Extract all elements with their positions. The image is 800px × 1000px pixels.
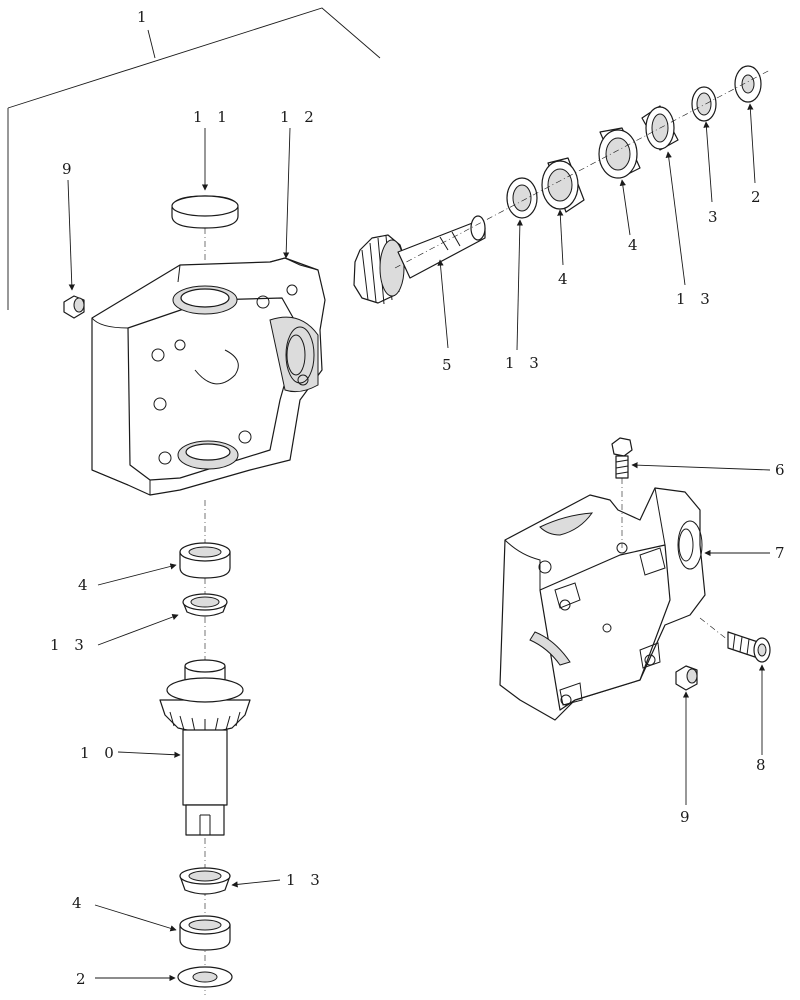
callout-3: 3 [708, 208, 723, 226]
callout-6: 6 [775, 461, 790, 479]
callout-8: 8 [756, 756, 771, 774]
snap-ring-3 [691, 86, 717, 122]
bearing-ring-13d [179, 867, 231, 895]
bearing-4c [179, 542, 231, 579]
callout-4-a: 4 [558, 270, 573, 288]
callout-7: 7 [775, 544, 790, 562]
callout-11: 1 1 [193, 108, 232, 126]
upper-housing [91, 257, 326, 496]
leader-lines [67, 103, 771, 982]
callout-2-a: 2 [751, 188, 766, 206]
pin-lower [675, 665, 698, 691]
bearing-4d [179, 915, 231, 951]
callout-10: 1 0 [80, 744, 119, 762]
callout-13-b: 1 3 [676, 290, 715, 308]
callout-9-upper: 9 [62, 160, 77, 178]
bearing-ring-13c [182, 593, 228, 617]
callout-2-b: 2 [76, 970, 91, 988]
callout-13-c: 1 3 [50, 636, 89, 654]
pin-upper [63, 295, 85, 319]
callout-4-c: 4 [78, 576, 93, 594]
bearing-4b [598, 127, 641, 179]
washer-2b [177, 966, 233, 988]
assembly-bracket [7, 7, 381, 310]
callout-13-a: 1 3 [505, 354, 544, 372]
shaft-axis-horizontal [394, 69, 771, 269]
cap-plug [171, 195, 239, 229]
bevel-gear-shaft-vertical [159, 659, 251, 836]
washer-2a [734, 65, 762, 103]
callout-5: 5 [442, 356, 457, 374]
bevel-gear-shaft-horizontal [353, 215, 486, 305]
callout-12: 1 2 [280, 108, 319, 126]
bearing-4a [541, 157, 585, 213]
bolt-vertical [611, 437, 633, 548]
bearing-ring-13a [506, 177, 538, 219]
screw-horizontal [699, 617, 771, 663]
callout-13-d: 1 3 [286, 871, 325, 889]
callout-labels: 1 1 1 1 2 9 5 1 3 4 4 1 3 3 2 6 7 8 9 4 … [50, 8, 790, 988]
callout-1: 1 [137, 8, 152, 26]
callout-4-b: 4 [628, 236, 643, 254]
lower-housing [499, 487, 706, 721]
callout-4-d: 4 [72, 894, 87, 912]
callout-9-lower: 9 [680, 808, 695, 826]
